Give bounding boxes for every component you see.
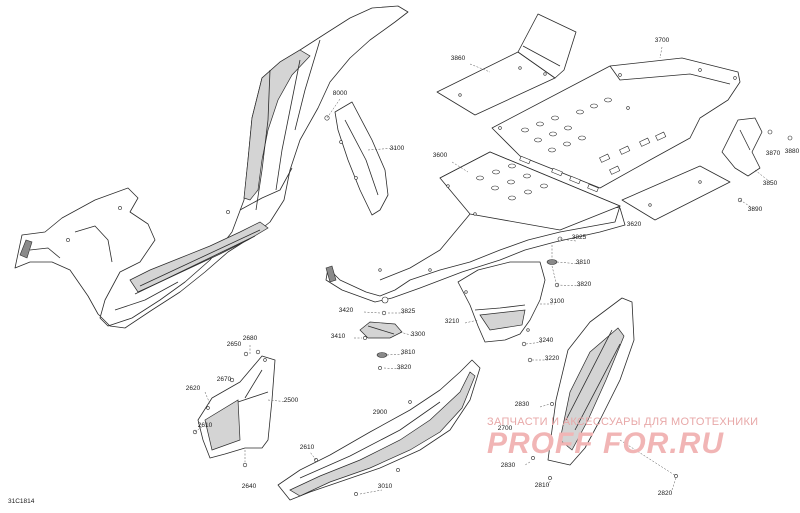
callout-3240: 3240 [539, 337, 554, 344]
callout-3410: 3410 [331, 333, 346, 340]
watermark: ЗАПЧАСТИ И АКСЕССУАРЫ ДЛЯ МОТОТЕХНИКИ PR… [487, 416, 787, 459]
callout-2900: 2900 [373, 409, 388, 416]
watermark-tagline: ЗАПЧАСТИ И АКСЕССУАРЫ ДЛЯ МОТОТЕХНИКИ [487, 416, 759, 428]
bracket-3850 [721, 117, 793, 210]
fasteners-3240-3220 [521, 341, 549, 363]
panel-3100-lower [457, 261, 555, 343]
bracket-3300 [354, 310, 415, 370]
rocker-panel-2900 [277, 359, 481, 501]
callout-2810: 2810 [535, 482, 550, 489]
callout-2640: 2640 [242, 483, 257, 490]
side-plate-3620 [621, 165, 731, 221]
callout-3890: 3890 [748, 206, 763, 213]
callout-3825: 3825 [572, 234, 587, 241]
callout-3420: 3420 [339, 307, 354, 314]
callout-8000: 8000 [333, 90, 348, 97]
callout-3820: 3820 [577, 281, 592, 288]
floor-plate-3600 [325, 151, 626, 304]
watermark-logo-text: PROFF FOR.RU [487, 427, 724, 460]
callout-3880: 3880 [785, 148, 800, 155]
callout-3870: 3870 [766, 150, 781, 157]
floor-plate-holes [521, 97, 667, 175]
callout-labels: 8000 3100 3860 3700 3870 3880 3850 3890 3600 3620… [186, 37, 800, 497]
callout-3100: 3100 [550, 298, 565, 305]
callout-3600: 3600 [433, 152, 448, 159]
callout-3810: 3810 [401, 349, 416, 356]
callout-2500: 2500 [284, 397, 299, 404]
fastener-8000 [324, 98, 341, 121]
callout-3210: 3210 [445, 318, 460, 325]
callout-2830: 2830 [515, 401, 530, 408]
callout-2670: 2670 [217, 376, 232, 383]
rocker-panel-2500 [192, 344, 290, 468]
callout-2610: 2610 [300, 444, 315, 451]
callout-3810: 3810 [576, 259, 591, 266]
callout-2620: 2620 [186, 385, 201, 392]
callout-3010: 3010 [378, 483, 393, 490]
callout-3700: 3700 [655, 37, 670, 44]
panel-3860 [436, 13, 577, 116]
callout-3820: 3820 [397, 364, 412, 371]
callout-3620: 3620 [627, 221, 642, 228]
rocker-panel-2700 [524, 297, 678, 491]
callout-3850: 3850 [763, 180, 778, 187]
callout-3220: 3220 [545, 355, 560, 362]
callout-3825: 3825 [401, 308, 416, 315]
floor-plate-3700 [491, 46, 741, 189]
callout-3860: 3860 [451, 55, 466, 62]
fastener-cluster-right [546, 236, 582, 288]
callout-2820: 2820 [658, 490, 673, 497]
floor-plate-3600-holes [476, 155, 599, 201]
panel-3100-upper [334, 101, 397, 216]
figure-code: 31C1814 [8, 498, 35, 505]
callout-2830: 2830 [501, 462, 516, 469]
callout-2700: 2700 [498, 425, 513, 432]
callout-2650: 2650 [227, 341, 242, 348]
callout-3300: 3300 [411, 331, 426, 338]
callout-2610: 2610 [198, 422, 213, 429]
callout-2680: 2680 [243, 335, 258, 342]
left-side-body-panel [14, 5, 409, 329]
callout-3100: 3100 [390, 145, 405, 152]
